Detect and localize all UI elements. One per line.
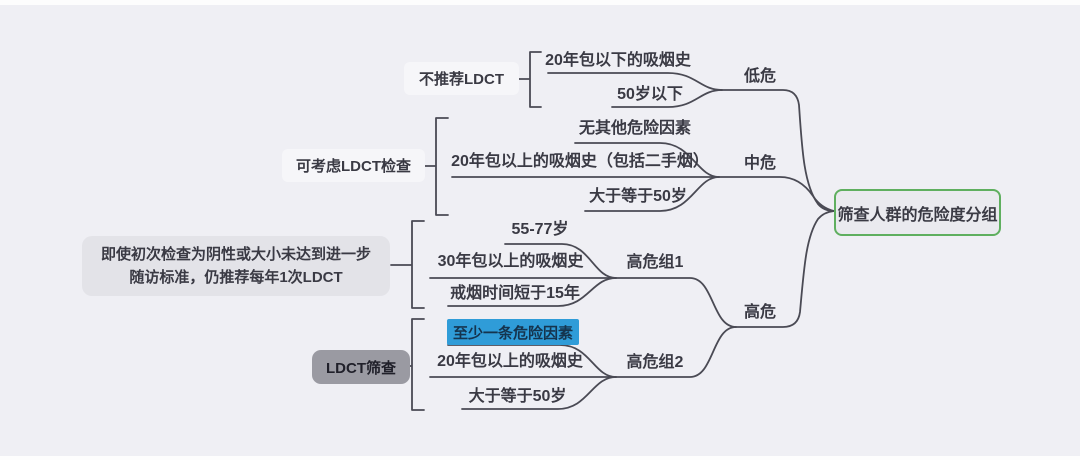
node-rec-no-ldct: 不推荐LDCT <box>404 62 519 95</box>
edge-mid-to-root <box>718 176 835 212</box>
edge-g1-child1 <box>504 243 617 279</box>
node-g2-child-risk-factor-highlighted: 至少一条危险因素 <box>447 319 579 345</box>
node-label-high-group2: 高危组2 <box>626 354 684 371</box>
node-rec-annual-ldct: 即使初次检查为阴性或大小未达到进一步随访标准，仍推荐每年1次LDCT <box>82 236 390 296</box>
bracket-group1 <box>390 220 425 309</box>
edge-low-child2 <box>611 89 723 108</box>
edge-high-to-root <box>735 210 835 328</box>
node-label-high-group1: 高危组1 <box>626 254 684 271</box>
node-mid-child-no-other-factors: 无其他危险因素 <box>578 120 691 137</box>
node-mid-child-age: 大于等于50岁 <box>589 188 687 205</box>
edge-group1-to-high <box>615 277 737 328</box>
node-low-child-age: 50岁以下 <box>617 86 683 103</box>
top-margin <box>0 0 1080 5</box>
node-low-child-smoking: 20年包以下的吸烟史 <box>545 52 691 69</box>
edge-g2-child1 <box>447 344 617 378</box>
edge-g1-child3 <box>447 277 617 307</box>
edge-group2-to-high <box>615 326 737 378</box>
node-g2-child-smoking: 20年包以上的吸烟史 <box>437 353 583 370</box>
node-rec-consider-ldct: 可考虑LDCT检查 <box>282 149 425 182</box>
node-label-low-risk: 低危 <box>743 68 776 85</box>
node-g1-child-quit-time: 戒烟时间短于15年 <box>450 285 580 302</box>
node-g1-child-age: 55-77岁 <box>511 221 569 238</box>
edge-mid-child1 <box>574 142 720 178</box>
edge-low-to-root <box>721 89 835 212</box>
bracket-low <box>518 51 542 108</box>
node-label-high-risk: 高危 <box>743 304 776 321</box>
edge-low-child1 <box>547 72 723 91</box>
edge-g2-child3 <box>461 376 617 410</box>
node-g2-child-age: 大于等于50岁 <box>468 388 567 405</box>
bracket-mid <box>424 117 449 216</box>
bottom-margin <box>0 456 1080 460</box>
node-label-mid-risk: 中危 <box>743 155 776 172</box>
node-g1-child-smoking: 30年包以上的吸烟史 <box>437 253 584 270</box>
node-mid-child-smoking: 20年包以上的吸烟史（包括二手烟） <box>451 153 709 170</box>
edge-mid-child3 <box>584 176 720 212</box>
node-root-risk-grouping: 筛查人群的危险度分组 <box>834 189 1001 236</box>
node-rec-ldct-screening: LDCT筛查 <box>312 350 410 384</box>
